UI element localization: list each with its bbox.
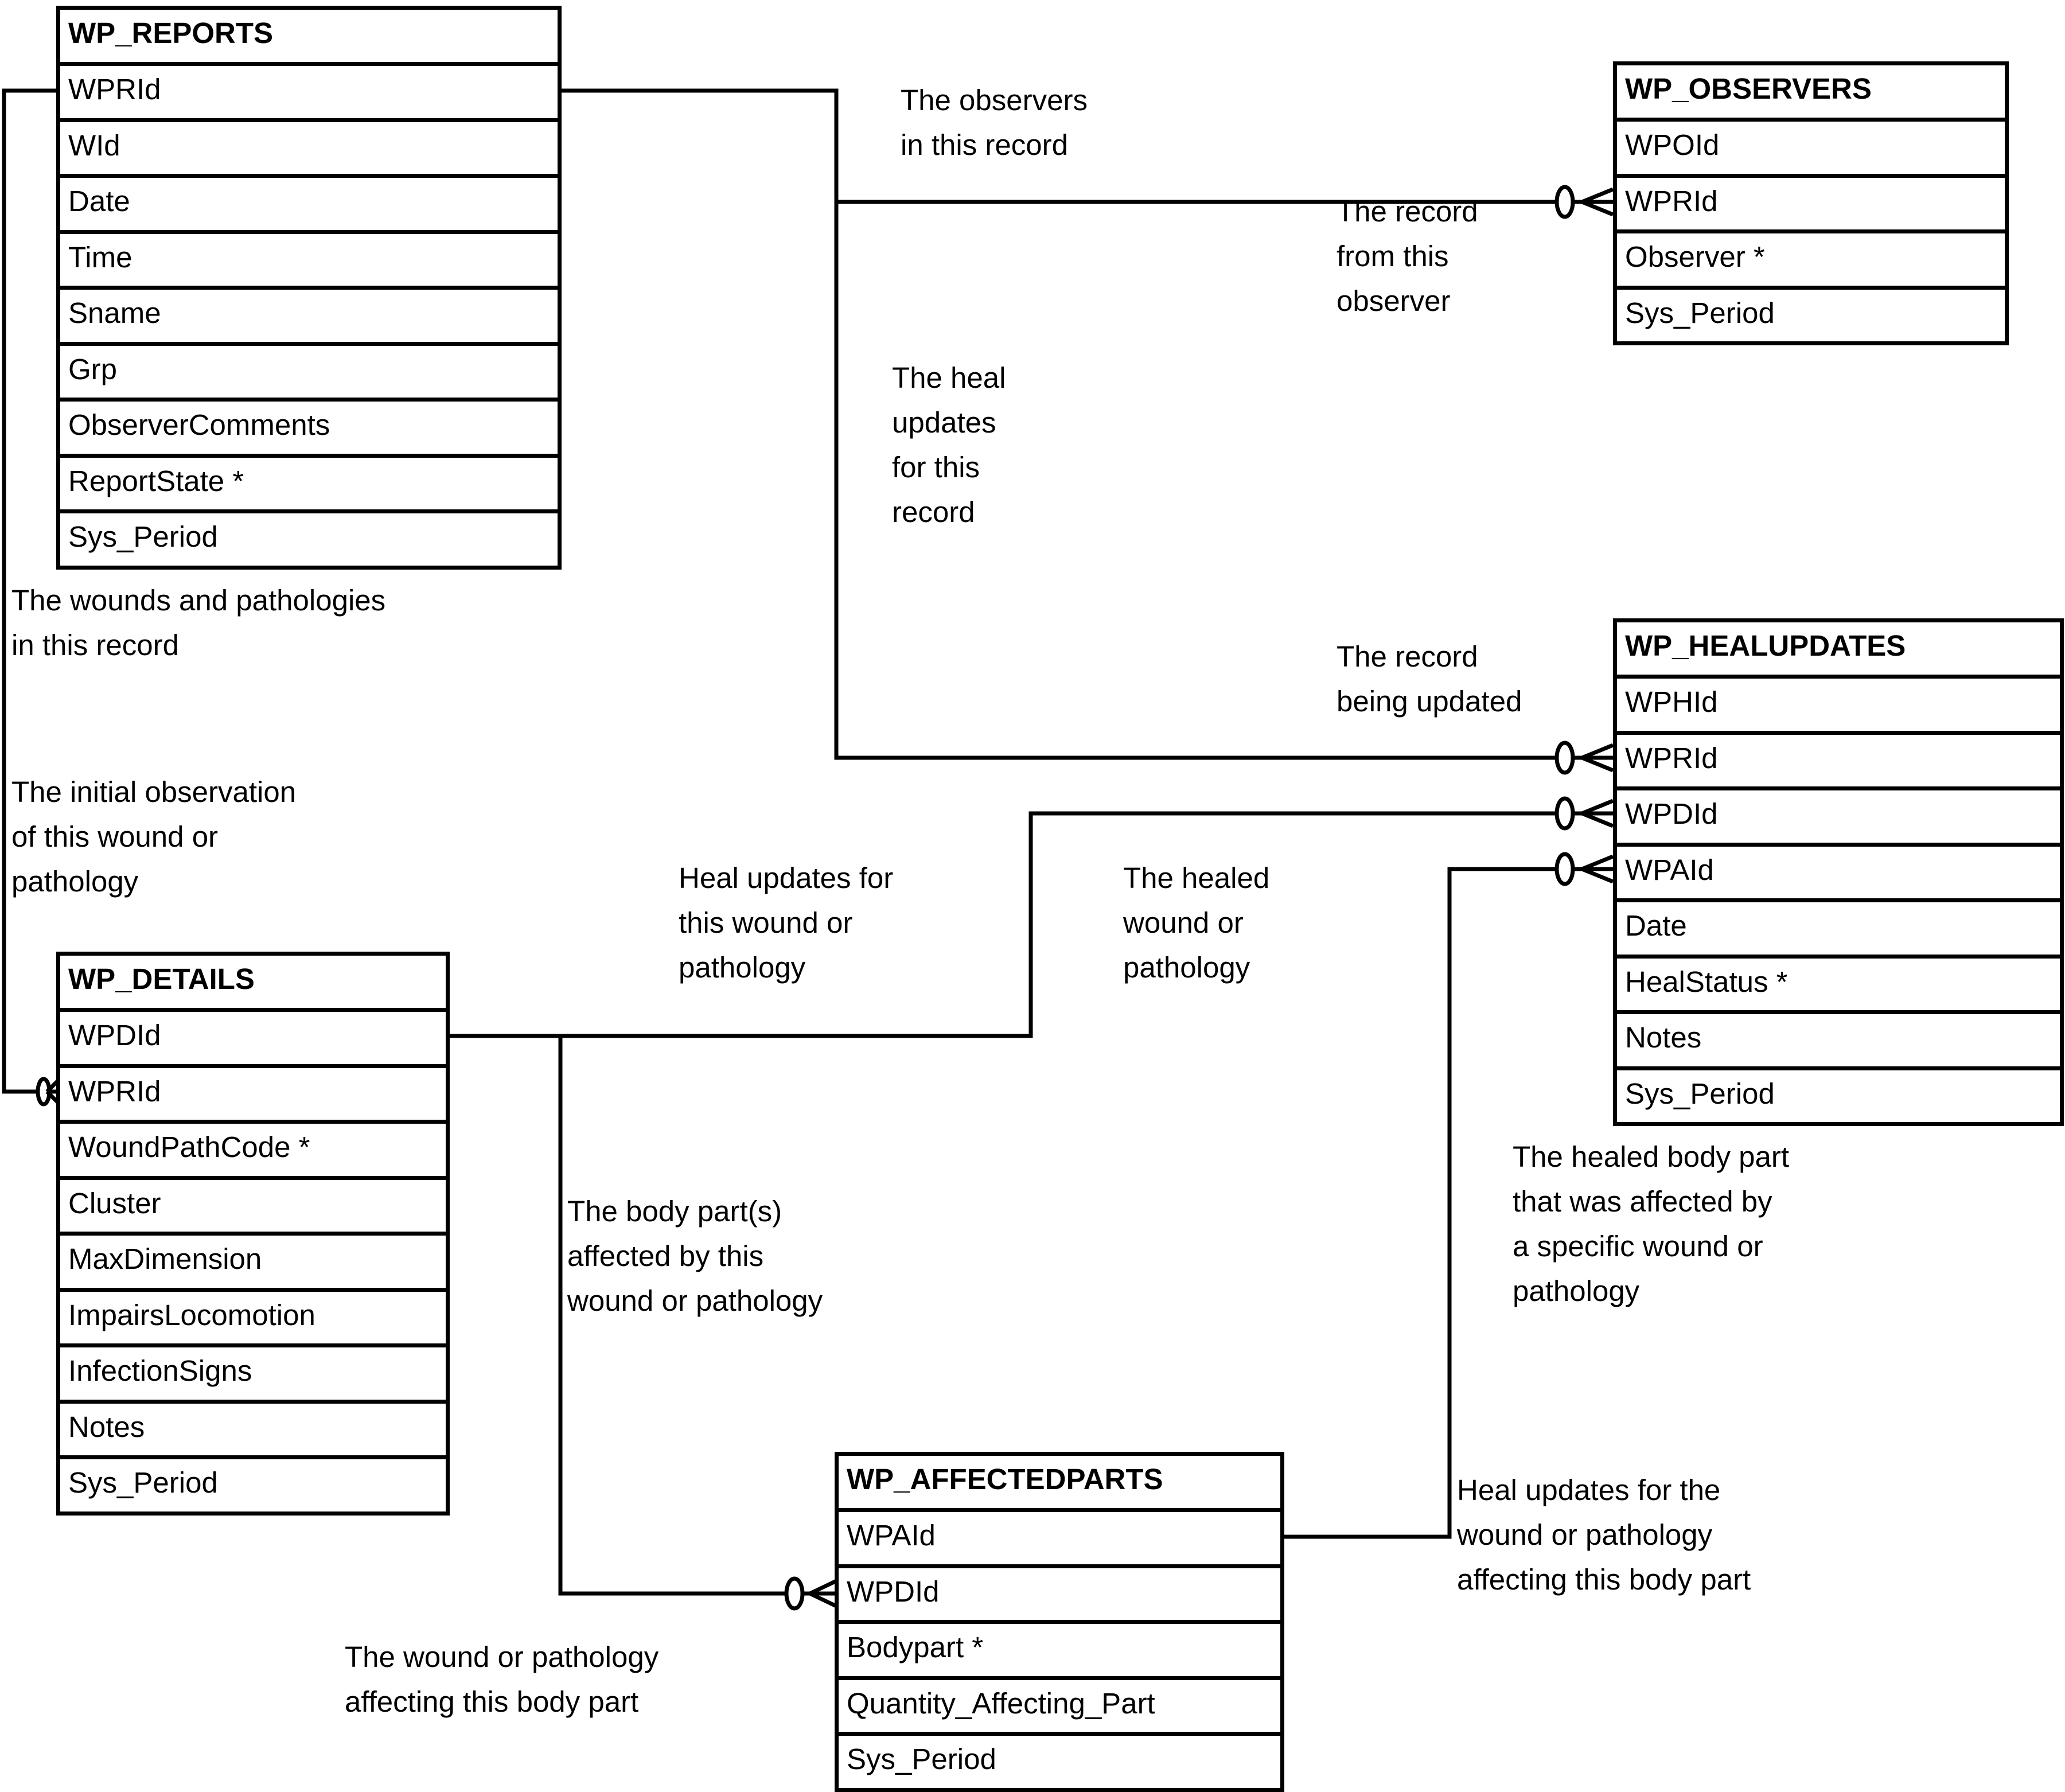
- field-infectionsigns: InfectionSigns: [60, 1343, 446, 1400]
- field-sys-period: Sys_Period: [1617, 1066, 2060, 1123]
- crowfoot-prong-hu-wpdid-upper: [1581, 798, 1614, 816]
- field-sys-period: Sys_Period: [60, 509, 558, 566]
- annotation-heal-updates-for-record: The heal updates for this record: [892, 361, 1006, 528]
- field-date: Date: [60, 174, 558, 230]
- crowfoot-prong-hu-wpdid-lower: [1581, 811, 1614, 828]
- field-quantity-affecting-part: Quantity_Affecting_Part: [839, 1676, 1280, 1732]
- crowfoot-ring-healupdates-wpdid: [1554, 796, 1575, 831]
- annotation-heal-updates-for-body-part: Heal updates for the wound or pathology …: [1457, 1474, 1751, 1596]
- crowfoot-prong-ap-lower: [809, 1591, 837, 1608]
- crowfoot-prong-observers-lower: [1581, 200, 1614, 217]
- annotation-healed-body-part: The healed body part that was affected b…: [1513, 1140, 1790, 1307]
- field-wprid: WPRId: [1617, 173, 2005, 230]
- entity-wp-observers: WP_OBSERVERS WPOId WPRId Observer * Sys_…: [1613, 61, 2009, 345]
- link-details-affectedparts: [558, 1036, 836, 1596]
- field-woundpathcode: WoundPathCode *: [60, 1120, 446, 1176]
- field-observercomments: ObserverComments: [60, 398, 558, 454]
- field-reportstate: ReportState *: [60, 453, 558, 510]
- field-observer: Observer *: [1617, 229, 2005, 286]
- field-wphid: WPHId: [1617, 675, 2060, 731]
- crowfoot-prong-hu-wpaid-lower: [1581, 867, 1614, 884]
- field-wid: WId: [60, 118, 558, 174]
- field-notes: Notes: [60, 1399, 446, 1456]
- field-sys-period: Sys_Period: [839, 1732, 1280, 1788]
- annotation-healed-wound: The healed wound or pathology: [1123, 862, 1270, 984]
- field-notes: Notes: [1617, 1010, 2060, 1066]
- entity-wp-healupdates: WP_HEALUPDATES WPHId WPRId WPDId WPAId D…: [1613, 618, 2064, 1126]
- annotation-heal-updates-for-wound: Heal updates for this wound or pathology: [679, 862, 894, 984]
- crowfoot-ring-healupdates-wprid: [1554, 741, 1575, 775]
- field-sname: Sname: [60, 286, 558, 342]
- link-reports-healupdates: [834, 202, 1613, 760]
- crowfoot-prong-hu-wprid-lower: [1581, 755, 1614, 773]
- entity-title: WP_AFFECTEDPARTS: [847, 1463, 1163, 1495]
- crowfoot-prong-hu-wprid-upper: [1581, 743, 1614, 760]
- field-wpoid: WPOId: [1617, 118, 2005, 174]
- field-wprid: WPRId: [60, 1063, 446, 1120]
- field-wpdid: WPDId: [839, 1564, 1280, 1620]
- field-sys-period: Sys_Period: [60, 1455, 446, 1511]
- crowfoot-prong-hu-wpaid-upper: [1581, 854, 1614, 871]
- entity-title: WP_DETAILS: [68, 963, 255, 995]
- entity-title: WP_HEALUPDATES: [1625, 629, 1906, 662]
- annotation-observers-in-record: The observers in this record: [901, 84, 1088, 161]
- entity-wp-affectedparts: WP_AFFECTEDPARTS WPAId WPDId Bodypart * …: [835, 1452, 1284, 1792]
- field-wpaid: WPAId: [839, 1508, 1280, 1564]
- crowfoot-prong-ap-upper: [809, 1579, 837, 1596]
- entity-wp-details: WP_DETAILS WPDId WPRId WoundPathCode * C…: [56, 952, 450, 1516]
- field-impairslocomotion: ImpairsLocomotion: [60, 1287, 446, 1344]
- field-healstatus: HealStatus *: [1617, 954, 2060, 1011]
- field-maxdimension: MaxDimension: [60, 1232, 446, 1288]
- field-wpdid: WPDId: [1617, 786, 2060, 843]
- entity-wp-reports: WP_REPORTS WPRId WId Date Time Sname Grp…: [56, 6, 562, 570]
- field-date: Date: [1617, 898, 2060, 955]
- crowfoot-prong-observers-upper: [1581, 187, 1614, 204]
- field-bodypart: Bodypart *: [839, 1620, 1280, 1676]
- field-wprid: WPRId: [60, 62, 558, 118]
- field-sys-period: Sys_Period: [1617, 285, 2005, 342]
- annotation-initial-observation: The initial observation of this wound or…: [11, 776, 297, 898]
- annotation-record-from-observer: The record from this observer: [1337, 195, 1478, 317]
- link-reports-details: [2, 88, 58, 1094]
- crowfoot-ring-affectedparts: [784, 1576, 805, 1611]
- crowfoot-prong-details-lower: [45, 1090, 60, 1104]
- field-grp: Grp: [60, 341, 558, 398]
- annotation-wounds-in-record: The wounds and pathologies in this recor…: [11, 584, 386, 661]
- field-cluster: Cluster: [60, 1175, 446, 1232]
- link-affectedparts-healupdates: [1283, 867, 1613, 1539]
- annotation-record-being-updated: The record being updated: [1337, 640, 1522, 718]
- field-wpdid: WPDId: [60, 1008, 446, 1064]
- field-wprid: WPRId: [1617, 730, 2060, 787]
- annotation-body-parts-affected: The body part(s) affected by this wound …: [567, 1195, 823, 1317]
- crowfoot-prong-details-upper: [45, 1079, 60, 1093]
- link-details-healupdates: [448, 811, 1613, 1038]
- field-time: Time: [60, 229, 558, 286]
- entity-title: WP_OBSERVERS: [1625, 72, 1872, 105]
- crowfoot-ring-healupdates-wpaid: [1554, 852, 1575, 886]
- field-wpaid: WPAId: [1617, 842, 2060, 899]
- link-reports-observers: [562, 88, 1613, 204]
- crowfoot-ring-observers: [1554, 185, 1575, 219]
- entity-title: WP_REPORTS: [68, 17, 274, 49]
- annotation-wound-affecting-part: The wound or pathology affecting this bo…: [345, 1641, 659, 1718]
